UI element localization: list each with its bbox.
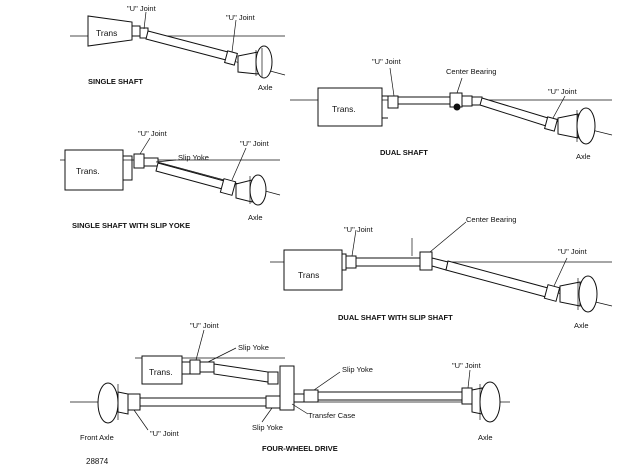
dual-shaft-diagram: Trans. "U" Joint Center Bearing "U" Join…: [290, 57, 613, 161]
rear-drive-shaft: [317, 391, 463, 401]
u-joint-2: [543, 284, 561, 302]
axle-label: Axle: [258, 83, 273, 92]
rear-output-shaft: [213, 363, 269, 383]
u-joint-2-label: "U" Joint: [240, 139, 270, 148]
figure-number: 28874: [86, 457, 109, 466]
caption-four-wheel-drive: FOUR-WHEEL DRIVE: [262, 444, 338, 453]
trans-label: Trans: [298, 270, 319, 280]
drive-shaft: [145, 30, 229, 61]
u-joint-2-label: "U" Joint: [558, 247, 588, 256]
front-shaft: [397, 96, 451, 105]
axle-label: Axle: [478, 433, 493, 442]
u-joint-2-label: "U" Joint: [226, 13, 256, 22]
u-joint-1: [387, 95, 399, 109]
rear-shaft: [479, 97, 549, 127]
axle-housing: [249, 174, 267, 206]
drive-shaft: [155, 162, 229, 191]
transmission-housing: [87, 15, 133, 47]
u-joint-1-label: "U" Joint: [127, 4, 157, 13]
slip-yoke-top-label: Slip Yoke: [238, 343, 269, 352]
slip-yoke-top: [199, 361, 215, 373]
single-shaft-slip-yoke-diagram: Trans. "U" Joint Slip Yoke "U" Joint Axl…: [60, 129, 281, 230]
axle-label: Axle: [248, 213, 263, 222]
u-joint-1: [345, 255, 357, 269]
u-joint-top: [189, 359, 201, 375]
front-axle-housing: [97, 382, 119, 424]
u-joint-2: [224, 50, 238, 66]
axle-housing: [576, 107, 596, 145]
caption-dual-shaft-slip-shaft: DUAL SHAFT WITH SLIP SHAFT: [338, 313, 453, 322]
u-joint-right-label: "U" Joint: [452, 361, 482, 370]
center-bearing-label: Center Bearing: [466, 215, 516, 224]
slip-yoke: [143, 157, 159, 167]
slip-yoke-bottom: [265, 395, 281, 409]
trans-label: Trans: [96, 28, 117, 38]
axle-housing: [255, 45, 273, 79]
front-shaft: [355, 257, 421, 267]
axle-label: Axle: [574, 321, 589, 330]
dual-shaft-slip-shaft-diagram: Trans "U" Joint Center Bearing "U" Joint…: [270, 215, 613, 330]
u-joint-1-label: "U" Joint: [344, 225, 374, 234]
u-joint-top-label: "U" Joint: [190, 321, 220, 330]
u-joint-right: [461, 387, 473, 405]
axle-housing: [578, 275, 598, 313]
u-joint-bottom-label: "U" Joint: [150, 429, 180, 438]
u-joint-bottom: [127, 393, 141, 411]
caption-single-shaft: SINGLE SHAFT: [88, 77, 143, 86]
caption-single-shaft-slip-yoke: SINGLE SHAFT WITH SLIP YOKE: [72, 221, 190, 230]
u-joint-2: [219, 178, 237, 196]
single-shaft-diagram: Trans "U" Joint "U" Joint Axle SINGLE SH…: [70, 4, 286, 92]
u-joint-2-label: "U" Joint: [548, 87, 578, 96]
trans-label: Trans.: [332, 104, 356, 114]
rear-axle-housing: [479, 381, 501, 423]
transfer-case: [279, 365, 295, 411]
caption-dual-shaft: DUAL SHAFT: [380, 148, 428, 157]
slip-yoke-label: Slip Yoke: [178, 153, 209, 162]
transmission-box: [64, 149, 124, 191]
front-drive-shaft: [139, 397, 267, 407]
front-axle-label: Front Axle: [80, 433, 114, 442]
u-joint-1-label: "U" Joint: [372, 57, 402, 66]
slip-yoke-bottom-label: Slip Yoke: [252, 423, 283, 432]
trans-label: Trans.: [149, 367, 173, 377]
u-joint-1-label: "U" Joint: [138, 129, 168, 138]
transmission-box: [317, 87, 383, 127]
u-joint-2: [544, 116, 558, 132]
transmission-box: [283, 249, 343, 291]
slip-yoke-mid: [303, 389, 319, 403]
transfer-case-label: Transfer Case: [308, 411, 355, 420]
slip-yoke-mid-label: Slip Yoke: [342, 365, 373, 374]
center-bearing-label: Center Bearing: [446, 67, 496, 76]
trans-label: Trans.: [76, 166, 100, 176]
slip-shaft: [445, 260, 549, 298]
axle-label: Axle: [576, 152, 591, 161]
center-bearing: [419, 251, 433, 271]
u-joint-1: [133, 153, 145, 169]
four-wheel-drive-diagram: Trans. "U" Joint Slip Yoke Slip Yoke "U"…: [70, 321, 510, 453]
